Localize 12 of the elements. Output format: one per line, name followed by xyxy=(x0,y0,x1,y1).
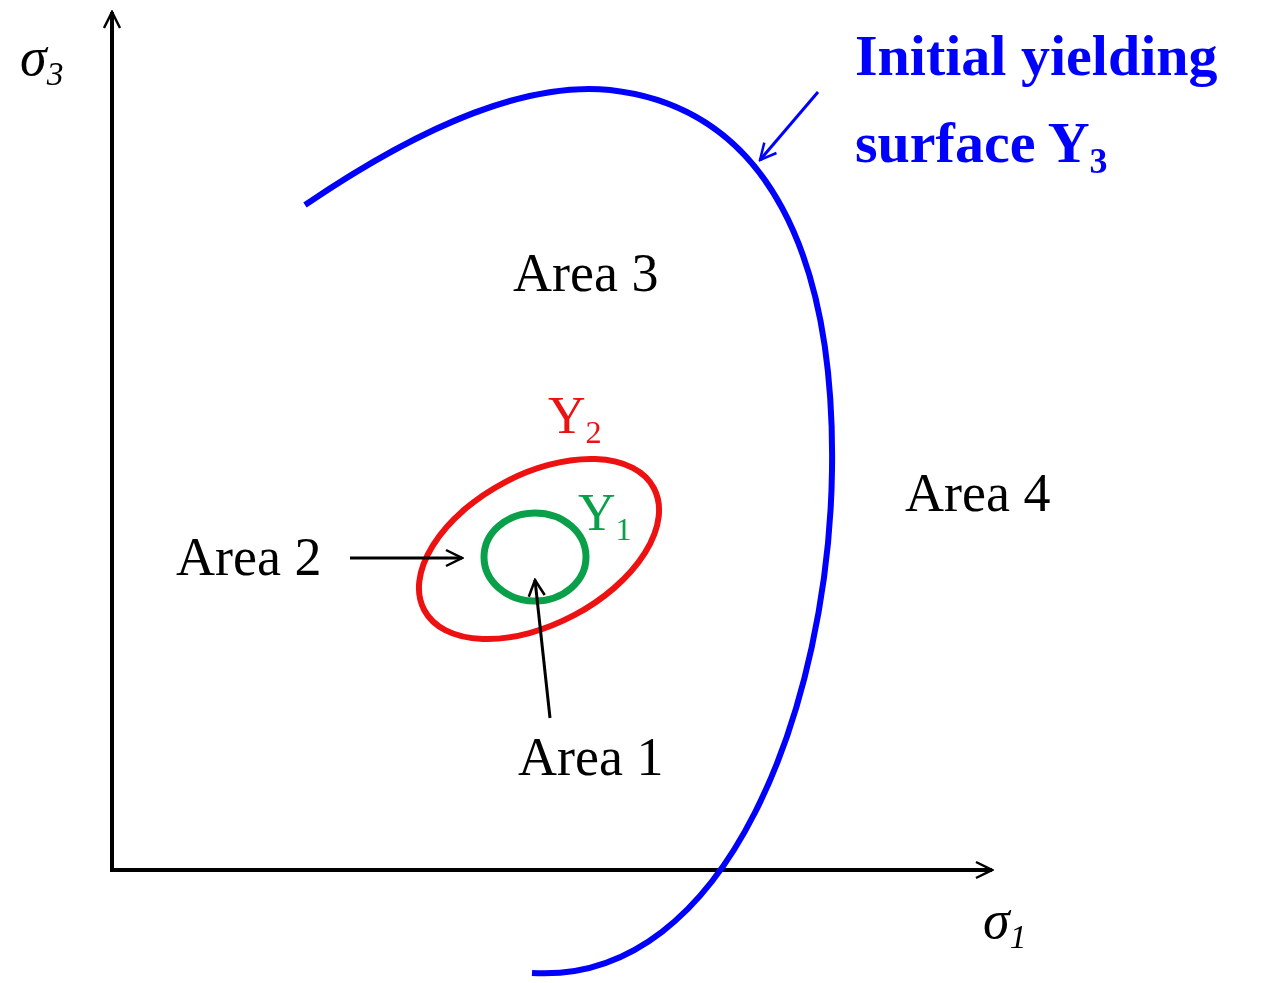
area-label: Area 1 xyxy=(518,730,664,784)
axis-label: σ$_{1}$ xyxy=(983,893,1027,954)
curve-label: Y$_{2}$ xyxy=(548,390,602,448)
curve-label: Y$_{1}$ xyxy=(578,487,632,545)
callout-text: Initial yielding surface Y$_{3}$ xyxy=(855,22,1219,183)
area-label: Area 2 xyxy=(176,530,322,584)
axis-label: σ$_{3}$ xyxy=(20,30,64,91)
leader-arrow xyxy=(350,548,464,568)
leader-arrow xyxy=(527,578,552,719)
leader-arrow xyxy=(758,91,820,162)
area-label: Area 4 xyxy=(905,466,1051,520)
area-label: Area 3 xyxy=(513,246,659,300)
